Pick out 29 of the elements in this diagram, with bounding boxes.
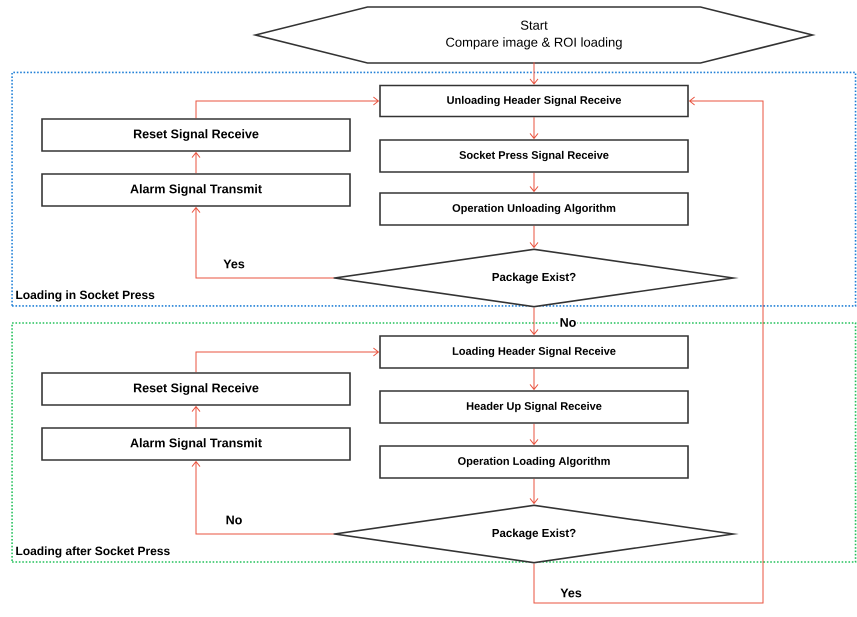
arrow [196, 96, 380, 119]
arrow [534, 96, 764, 604]
arrow [530, 116, 538, 140]
arrow [530, 368, 538, 390]
process-box: Header Up Signal Receive [379, 390, 689, 424]
edge-label: No [224, 514, 244, 526]
arrow [192, 206, 334, 278]
arrow [530, 172, 538, 192]
arrow [530, 225, 538, 248]
process-box: Unloading Header Signal Receive [379, 84, 689, 118]
edge-label: Yes [559, 588, 583, 598]
arrow [530, 478, 538, 504]
arrow [530, 307, 538, 336]
process-box: Loading Header Signal Receive [379, 335, 689, 369]
edge-label: Yes [222, 258, 246, 270]
process-box: Alarm Signal Transmit [41, 173, 351, 207]
arrow [530, 423, 538, 446]
arrow [192, 152, 200, 174]
arrow [196, 348, 380, 373]
arrow [192, 406, 200, 428]
arrow [530, 62, 538, 85]
process-box: Socket Press Signal Receive [379, 139, 689, 173]
arrow [192, 460, 334, 534]
process-box: Operation Loading Algorithm [379, 445, 689, 479]
edge-label: No [558, 317, 578, 328]
process-box: Reset Signal Receive [41, 372, 351, 406]
process-box: Alarm Signal Transmit [41, 427, 351, 461]
process-box: Operation Unloading Algorithm [379, 192, 689, 226]
process-box: Reset Signal Receive [41, 118, 351, 152]
